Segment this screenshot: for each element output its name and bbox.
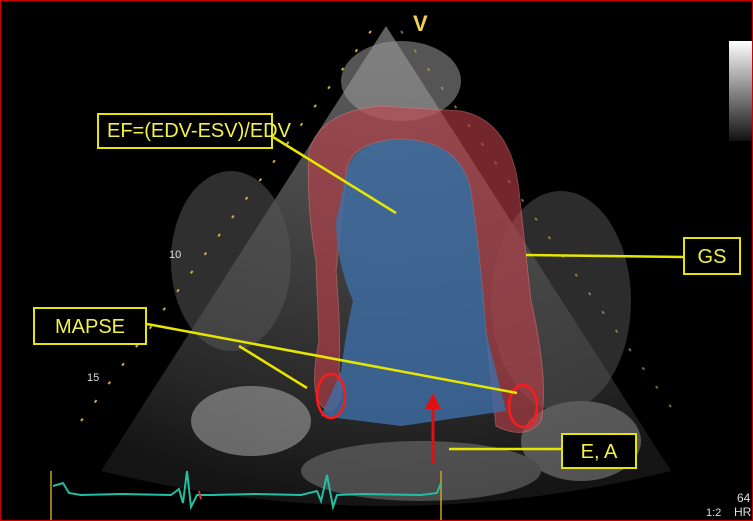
ratio-readout: 1:2 xyxy=(706,507,721,519)
hr-readout: HR xyxy=(734,505,751,519)
orientation-marker: V xyxy=(413,11,428,37)
ef-label: EF=(EDV-ESV)/EDV xyxy=(97,113,273,149)
ea-label: E, A xyxy=(561,433,637,469)
mapse-label: MAPSE xyxy=(33,307,147,345)
depth-mark-15: 15 xyxy=(87,372,99,384)
depth-mark-10: 10 xyxy=(169,249,181,261)
gs-label: GS xyxy=(683,237,741,275)
frame-rate: 64 xyxy=(737,491,750,505)
greyscale-bar xyxy=(729,41,753,141)
